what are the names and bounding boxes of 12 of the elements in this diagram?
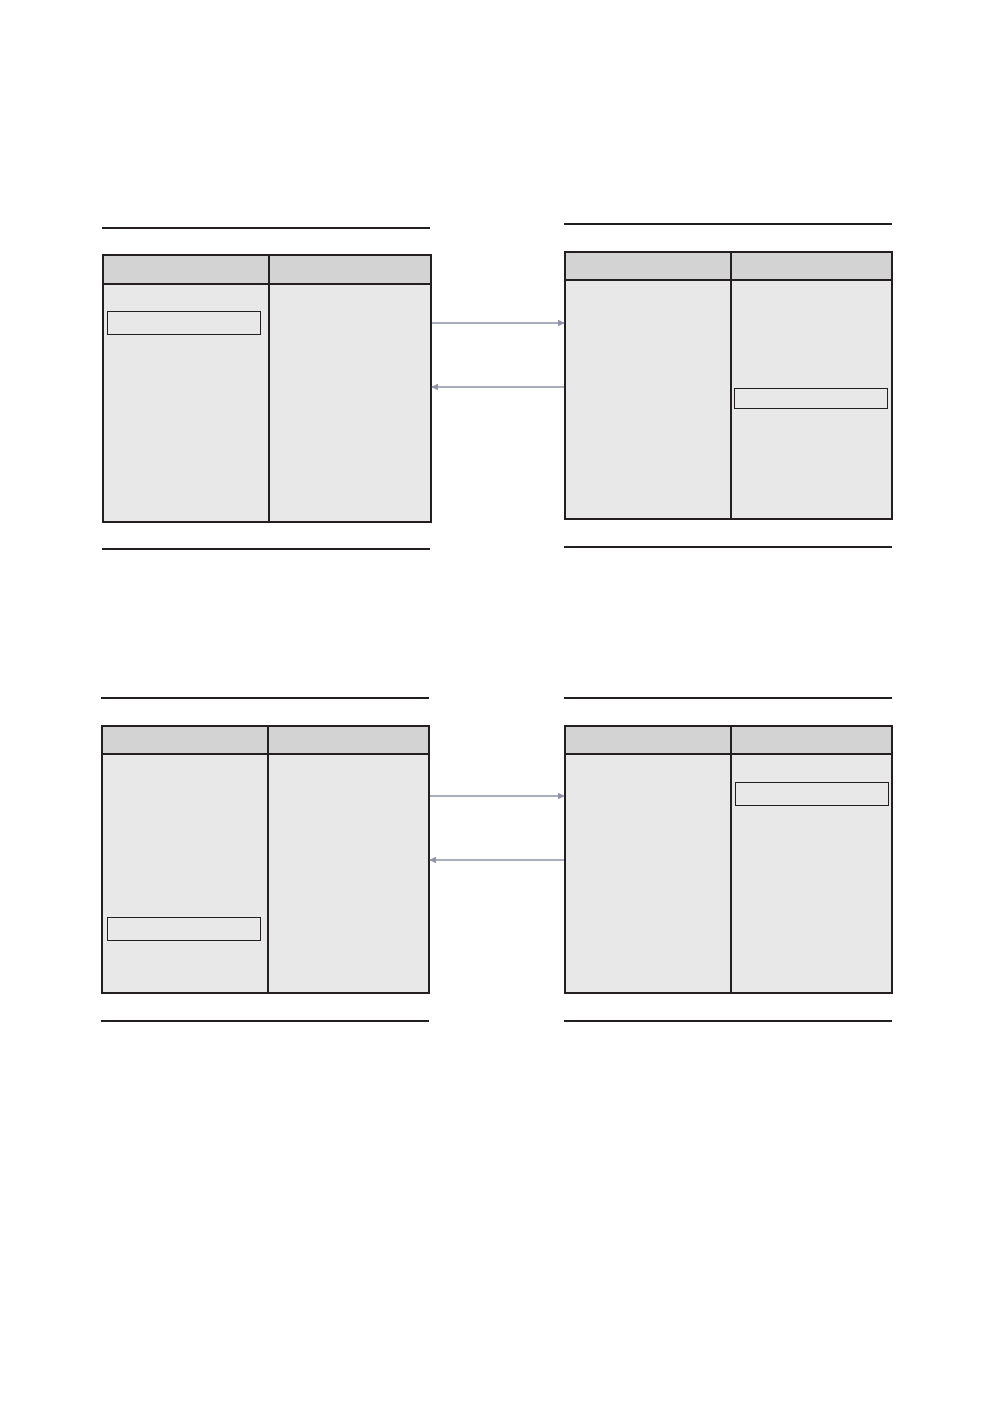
arrow (429, 856, 565, 864)
highlight-box (735, 782, 889, 806)
screen-panel (101, 725, 430, 994)
highlight-box (107, 917, 261, 941)
screen-panel (564, 251, 893, 520)
arrow (429, 792, 565, 800)
screen-panel (102, 254, 432, 523)
screen-panel (564, 725, 893, 994)
highlight-box (734, 388, 888, 409)
arrow (431, 319, 565, 327)
arrow (431, 383, 565, 391)
highlight-box (107, 311, 261, 335)
